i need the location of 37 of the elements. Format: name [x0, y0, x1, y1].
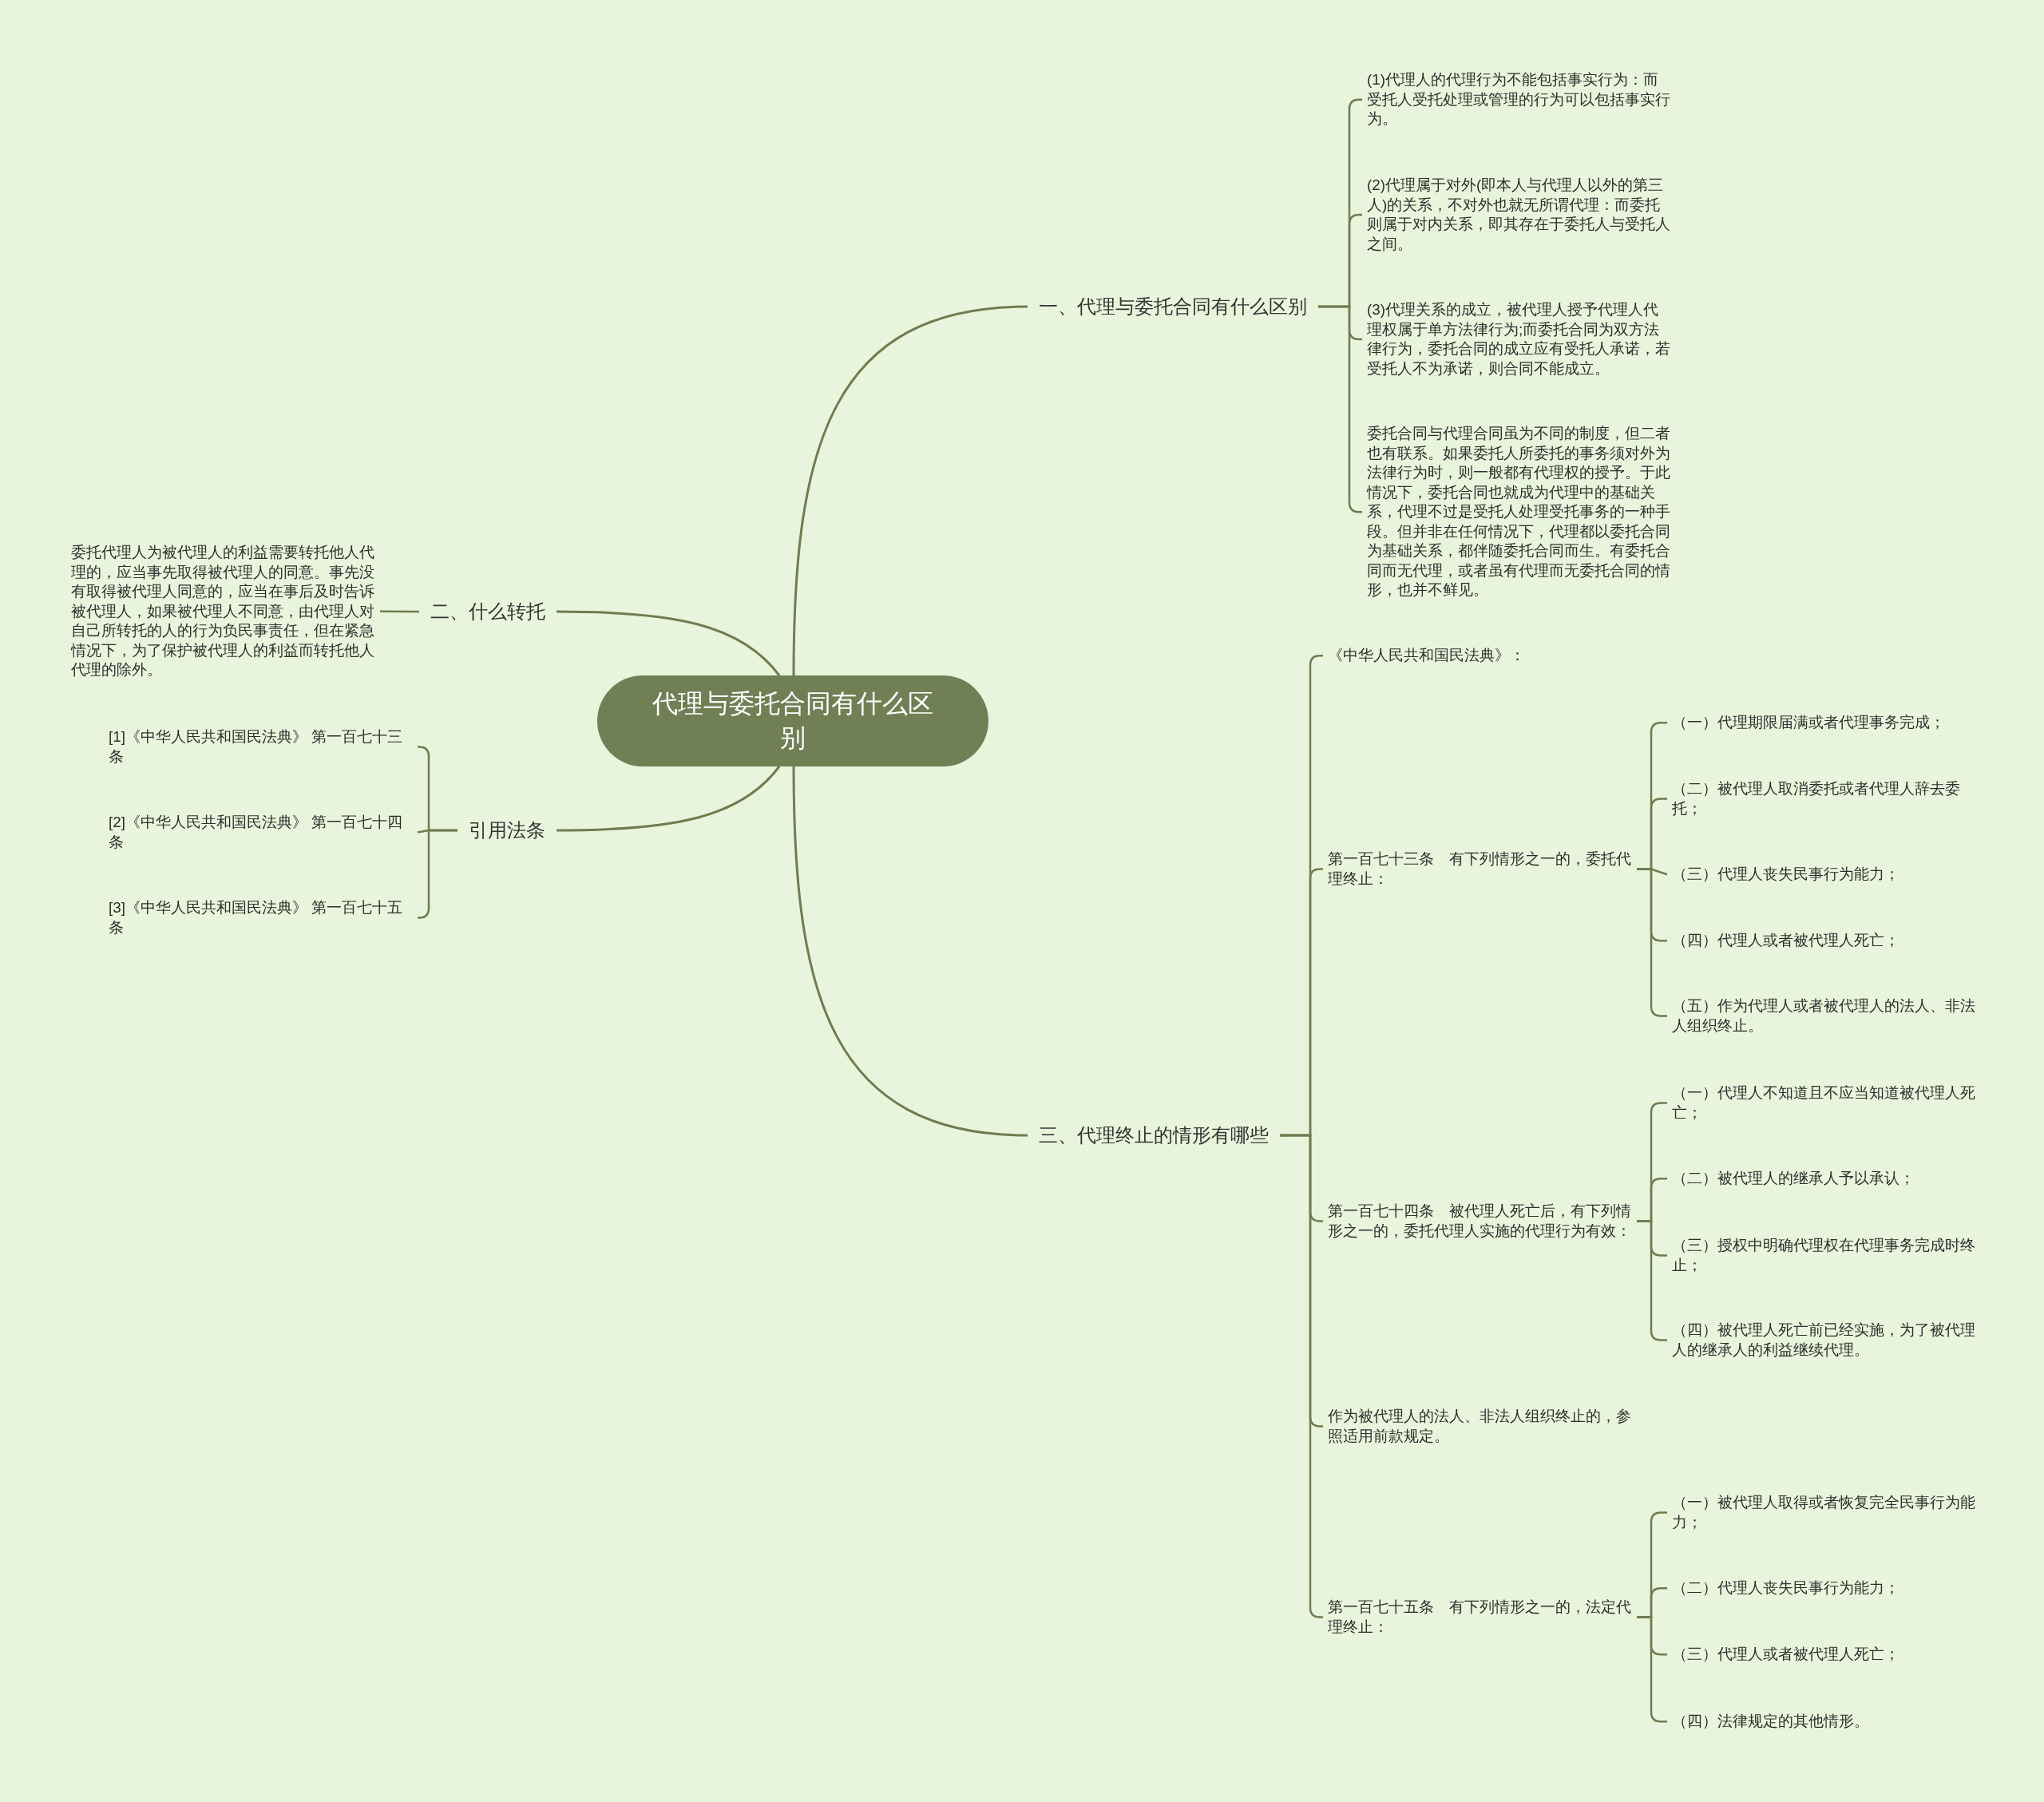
main-topic: 二、什么转托	[419, 599, 557, 624]
detail-text: (3)代理关系的成立，被代理人授予代理人代理权属于单方法律行为;而委托合同为双方法律行为，委托合同的成立应有受托人承诺，若受托人不为承诺，则合同不能成立。	[1362, 300, 1676, 378]
branch-curve	[792, 766, 1028, 1137]
detail-text: （三）代理人丧失民事行为能力；	[1667, 865, 1981, 885]
main-topic: 三、代理终止的情形有哪些	[1028, 1123, 1280, 1148]
branch-curve	[557, 610, 781, 676]
subtopic-text: 第一百七十四条 被代理人死亡后，有下列情形之一的，委托代理人实施的代理行为有效：	[1323, 1202, 1637, 1241]
detail-text: （一）被代理人取得或者恢复完全民事行为能力；	[1667, 1493, 1981, 1532]
detail-text: （二）被代理人取消委托或者代理人辞去委托；	[1667, 779, 1981, 818]
detail-text: （五）作为代理人或者被代理人的法人、非法人组织终止。	[1667, 996, 1981, 1036]
connector-line	[418, 829, 458, 919]
subtopic-text: 第一百七十三条 有下列情形之一的，委托代理终止：	[1323, 850, 1637, 889]
detail-text: [1]《中华人民共和国民法典》 第一百七十三条	[104, 727, 418, 766]
detail-text: (1)代理人的代理行为不能包括事实行为：而受托人受托处理或管理的行为可以包括事实行为。	[1362, 70, 1676, 129]
detail-text: （一）代理人不知道且不应当知道被代理人死亡；	[1667, 1083, 1981, 1123]
detail-text: (2)代理属于对外(即本人与代理人以外的第三人)的关系，不对外也就无所谓代理：而委托则属于对内关系，即其存在于委托人与受托人之间。	[1362, 176, 1676, 254]
subtopic-text: 《中华人民共和国民法典》：	[1323, 646, 1637, 666]
detail-text: （三）授权中明确代理权在代理事务完成时终止；	[1667, 1236, 1981, 1275]
central-topic: 代理与委托合同有什么区别	[597, 675, 988, 766]
subtopic-text: 第一百七十五条 有下列情形之一的，法定代理终止：	[1323, 1598, 1637, 1637]
detail-text: （三）代理人或者被代理人死亡；	[1667, 1645, 1981, 1665]
branch-curve	[792, 305, 1028, 676]
detail-text: [2]《中华人民共和国民法典》 第一百七十四条	[104, 813, 418, 852]
detail-text: 委托代理人为被代理人的利益需要转托他人代理的，应当事先取得被代理人的同意。事先没有取得被代理人同意的，应当在事后及时告诉被代理人，如果被代理人不同意，由代理人对自己所转托的人的行为负民事责任，但在紧急情况下，为了保护被代理人的利益而转托他人代理的除外。	[66, 543, 380, 680]
main-topic: 一、代理与委托合同有什么区别	[1028, 294, 1318, 319]
detail-text: （四）被代理人死亡前已经实施，为了被代理人的继承人的利益继续代理。	[1667, 1321, 1981, 1360]
detail-text: （二）代理人丧失民事行为能力；	[1667, 1578, 1981, 1598]
detail-text: （四）代理人或者被代理人死亡；	[1667, 931, 1981, 951]
detail-text: [3]《中华人民共和国民法典》 第一百七十五条	[104, 898, 418, 937]
connector-line	[380, 610, 419, 613]
detail-text: （二）被代理人的继承人予以承认；	[1667, 1169, 1981, 1189]
subtopic-text: 作为被代理人的法人、非法人组织终止的，参照适用前款规定。	[1323, 1407, 1637, 1446]
branch-curve	[557, 766, 781, 832]
detail-text: （一）代理期限届满或者代理事务完成；	[1667, 713, 1981, 733]
detail-text: （四）法律规定的其他情形。	[1667, 1712, 1981, 1732]
detail-text: 委托合同与代理合同虽为不同的制度，但二者也有联系。如果委托人所委托的事务须对外为法律行为时，则一般都有代理权的授予。于此情况下，委托合同也就成为代理中的基础关系，代理不过是受托人处理受托事务的一种手段。但并非在任何情况下，代理都以委托合同为基础关系，都伴随委托合同而生。有委托合同而无代理，或者虽有代理而无委托合同的情形，也并不鲜见。	[1362, 424, 1676, 600]
main-topic: 引用法条	[458, 818, 557, 843]
